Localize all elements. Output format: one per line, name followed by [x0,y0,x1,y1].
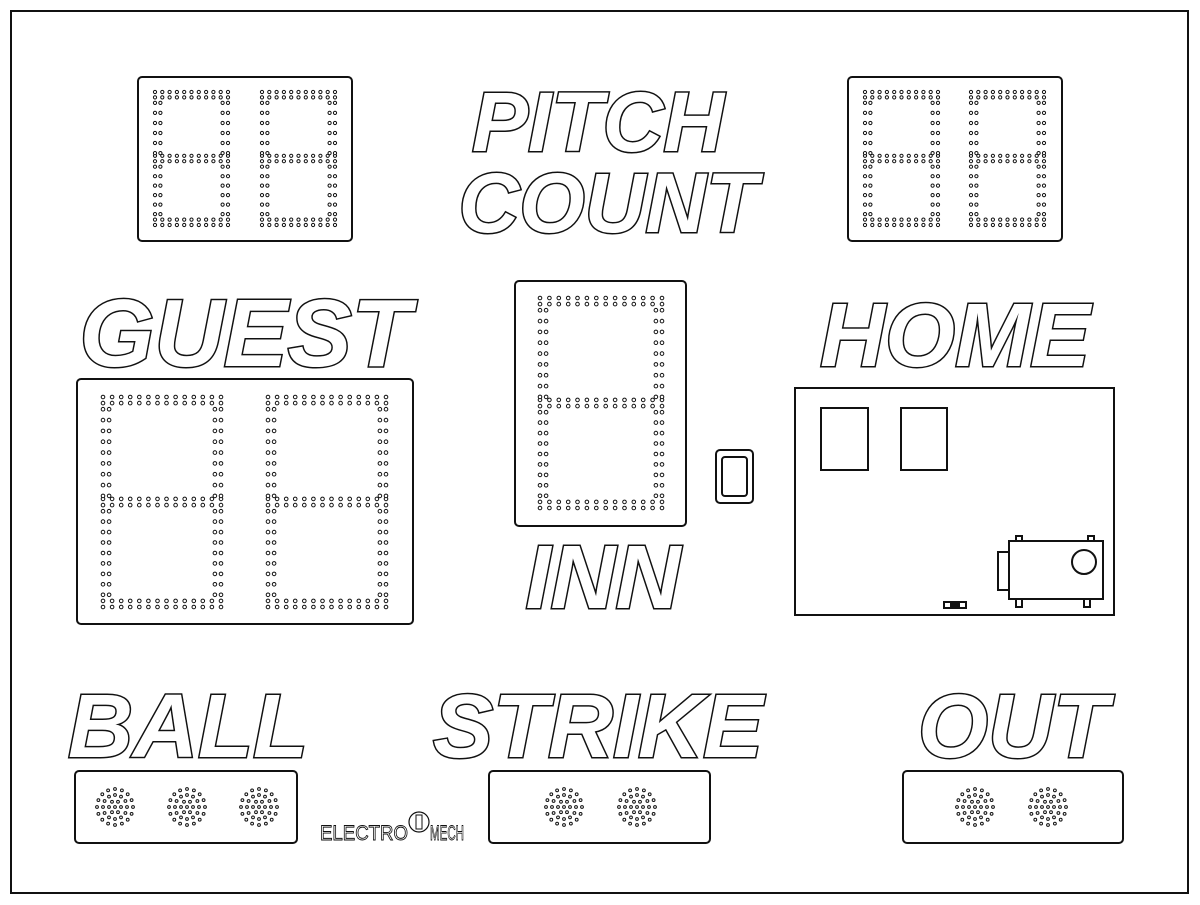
home-window-right [900,407,948,471]
out-light-2 [1028,787,1068,827]
inning-digit [537,295,665,511]
out-light-1 [955,787,995,827]
indicator-light [721,456,748,497]
ball-light-3 [239,787,279,827]
guest-score-digit-2 [265,394,389,610]
count-label: COUNT [459,156,764,250]
guest-pitch-digit-2 [259,89,338,228]
strike-label: STRIKE [433,677,766,777]
home-label: HOME [820,286,1093,386]
home-pitch-digit-2 [968,89,1047,228]
guest-label: GUEST [80,280,418,387]
control-box [997,535,1104,608]
inn-label: INN [526,528,683,628]
electro-mech-logo: ELECTRO MECH [320,811,464,845]
strike-light-1 [544,787,584,827]
home-window-left [820,407,869,471]
guest-pitch-digit-1 [152,89,231,228]
pitch-label: PITCH [472,75,726,169]
home-pitch-digit-1 [862,89,941,228]
ball-light-1 [95,787,135,827]
inning-panel [514,280,687,527]
led-segments [95,89,1068,827]
guest-score-digit-1 [100,394,224,610]
ball-label: BALL [68,677,308,777]
strike-panel [488,770,711,844]
strike-light-2 [617,787,657,827]
guest-pitch-count-panel [137,76,353,242]
ball-light-2 [167,787,207,827]
guest-score-panel [76,378,414,625]
brand-text-left: ELECTRO [320,822,408,845]
out-label: OUT [918,677,1115,777]
home-pitch-count-panel [847,76,1063,242]
brand-text-right: MECH [430,822,464,845]
out-panel [902,770,1124,844]
home-panel-latch-slot [950,603,960,607]
